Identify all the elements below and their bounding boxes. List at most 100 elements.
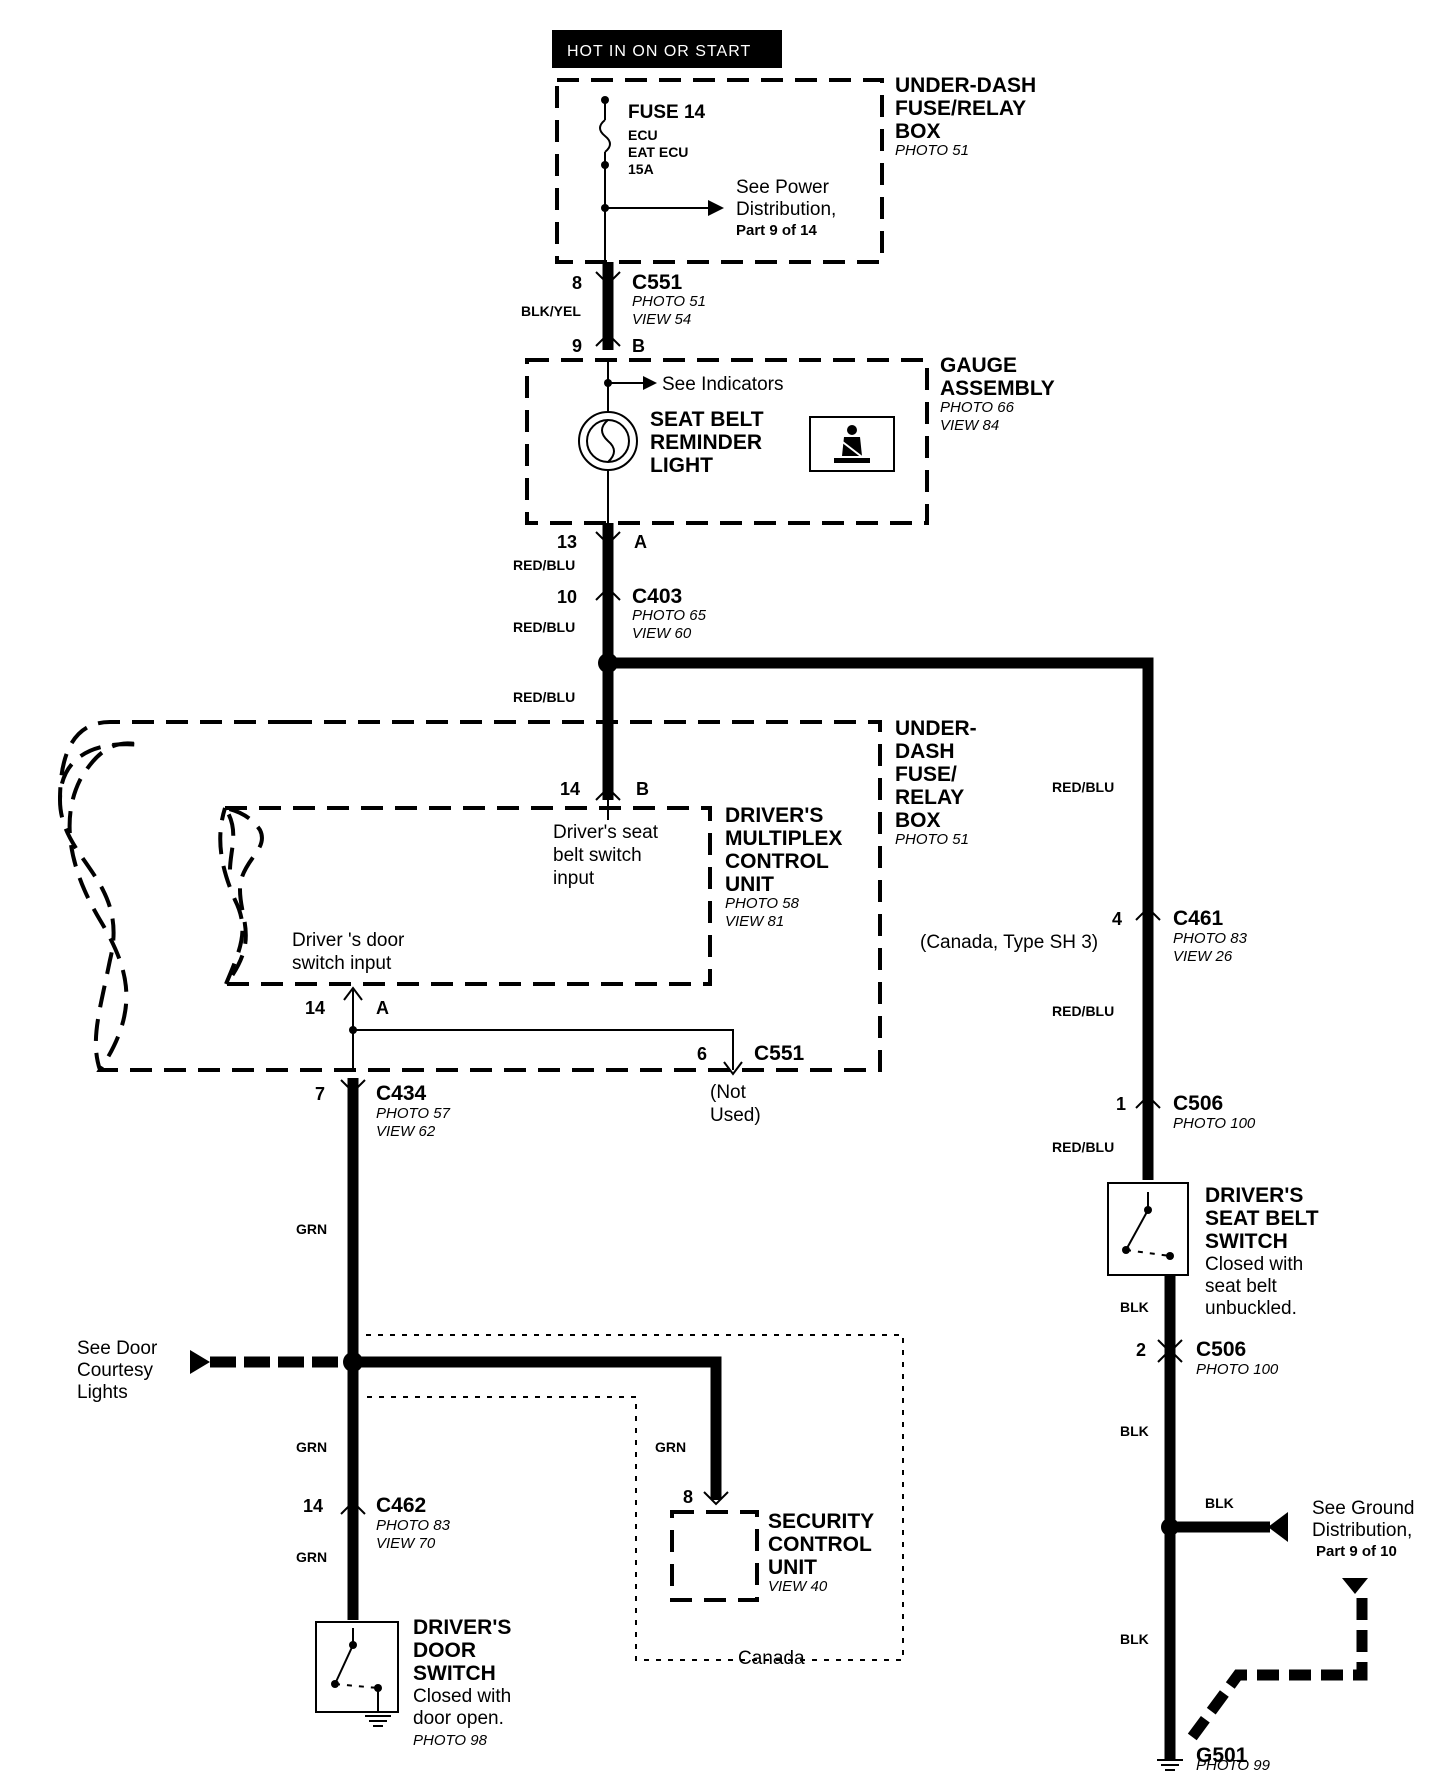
svg-text:RED/BLU: RED/BLU bbox=[513, 689, 575, 705]
svg-text:Used): Used) bbox=[710, 1105, 761, 1126]
svg-text:seat belt: seat belt bbox=[1205, 1276, 1278, 1297]
svg-text:DOOR: DOOR bbox=[413, 1639, 476, 1662]
svg-text:6: 6 bbox=[697, 1044, 707, 1064]
c506-lower-label: C506 bbox=[1196, 1338, 1246, 1361]
svg-text:14: 14 bbox=[560, 779, 580, 799]
svg-text:PHOTO 51: PHOTO 51 bbox=[895, 831, 969, 848]
svg-text:(Canada, Type SH 3): (Canada, Type SH 3) bbox=[920, 932, 1098, 953]
svg-text:GRN: GRN bbox=[296, 1549, 327, 1565]
fuse-icon bbox=[599, 119, 611, 153]
svg-text:FUSE/: FUSE/ bbox=[895, 763, 957, 786]
svg-text:B: B bbox=[636, 779, 649, 799]
svg-text:See Indicators: See Indicators bbox=[662, 374, 783, 395]
c551-mid-label: C551 bbox=[754, 1042, 805, 1065]
svg-text:4: 4 bbox=[1112, 909, 1122, 929]
svg-text:switch input: switch input bbox=[292, 953, 392, 974]
svg-text:14: 14 bbox=[305, 998, 325, 1018]
svg-text:SWITCH: SWITCH bbox=[1205, 1230, 1288, 1253]
svg-text:PHOTO 57: PHOTO 57 bbox=[376, 1105, 451, 1122]
switch-icon bbox=[1125, 1209, 1149, 1251]
svg-text:Driver 's door: Driver 's door bbox=[292, 930, 405, 951]
canada-option-region bbox=[366, 1334, 904, 1661]
svg-text:VIEW 26: VIEW 26 bbox=[1173, 948, 1233, 965]
svg-text:RED/BLU: RED/BLU bbox=[513, 557, 575, 573]
svg-text:BLK: BLK bbox=[1205, 1495, 1234, 1511]
svg-text:RED/BLU: RED/BLU bbox=[1052, 1003, 1114, 1019]
svg-text:A: A bbox=[376, 998, 389, 1018]
svg-text:BOX: BOX bbox=[895, 120, 941, 143]
c506-upper-label: C506 bbox=[1173, 1092, 1223, 1115]
svg-text:SWITCH: SWITCH bbox=[413, 1662, 496, 1685]
svg-text:VIEW 84: VIEW 84 bbox=[940, 417, 999, 434]
svg-text:EAT ECU: EAT ECU bbox=[628, 144, 688, 160]
svg-text:MULTIPLEX: MULTIPLEX bbox=[725, 827, 842, 850]
svg-text:Closed with: Closed with bbox=[1205, 1254, 1303, 1275]
arrow-right-icon bbox=[190, 1350, 210, 1374]
svg-text:BOX: BOX bbox=[895, 809, 941, 832]
svg-text:UNIT: UNIT bbox=[725, 873, 774, 896]
svg-text:VIEW 54: VIEW 54 bbox=[632, 311, 691, 328]
arrow-right-icon bbox=[643, 376, 657, 390]
door-switch-box bbox=[315, 1621, 399, 1713]
svg-text:GRN: GRN bbox=[296, 1221, 327, 1237]
g501-label: G501 bbox=[1196, 1744, 1248, 1767]
svg-text:RED/BLU: RED/BLU bbox=[1052, 1139, 1114, 1155]
svg-text:Part 9 of 14: Part 9 of 14 bbox=[736, 222, 818, 239]
c461-label: C461 bbox=[1173, 907, 1224, 930]
door-switch-title: DRIVER'S bbox=[413, 1616, 511, 1639]
hot-label-box bbox=[552, 30, 782, 68]
svg-text:(Not: (Not bbox=[710, 1082, 747, 1103]
svg-text:7: 7 bbox=[315, 1084, 325, 1104]
svg-text:ASSEMBLY: ASSEMBLY bbox=[940, 377, 1055, 400]
svg-text:9: 9 bbox=[572, 336, 582, 356]
gauge-assembly-title: GAUGE bbox=[940, 354, 1017, 377]
svg-text:BLK/YEL: BLK/YEL bbox=[521, 303, 581, 319]
svg-text:2: 2 bbox=[1136, 1340, 1146, 1360]
c403-label: C403 bbox=[632, 585, 682, 608]
svg-text:13: 13 bbox=[557, 532, 577, 552]
svg-text:BLK: BLK bbox=[1120, 1631, 1149, 1647]
svg-text:B: B bbox=[632, 336, 645, 356]
svg-text:SEAT BELT: SEAT BELT bbox=[1205, 1207, 1319, 1230]
wire-red-blu-right bbox=[608, 657, 1154, 1180]
svg-text:Courtesy: Courtesy bbox=[77, 1360, 154, 1381]
security-unit-title: SECURITY bbox=[768, 1510, 874, 1533]
svg-text:unbuckled.: unbuckled. bbox=[1205, 1298, 1297, 1319]
svg-text:See Power: See Power bbox=[736, 177, 830, 198]
arrow-down-icon bbox=[1342, 1578, 1368, 1594]
fuse-terminal-icon bbox=[601, 96, 609, 104]
hot-label: HOT IN ON OR START bbox=[567, 43, 751, 60]
fuse-box-top-title: UNDER-DASH bbox=[895, 74, 1036, 97]
svg-text:VIEW 70: VIEW 70 bbox=[376, 1535, 436, 1552]
svg-text:VIEW 62: VIEW 62 bbox=[376, 1123, 436, 1140]
svg-text:BLK: BLK bbox=[1120, 1423, 1149, 1439]
svg-text:PHOTO 65: PHOTO 65 bbox=[632, 607, 707, 624]
svg-text:PHOTO 83: PHOTO 83 bbox=[376, 1517, 451, 1534]
switch-icon bbox=[334, 1644, 354, 1685]
svg-text:ECU: ECU bbox=[628, 127, 658, 143]
security-control-unit-box bbox=[670, 1510, 759, 1602]
svg-text:UNIT: UNIT bbox=[768, 1556, 817, 1579]
ground-icon bbox=[1157, 1759, 1183, 1771]
svg-text:PHOTO 58: PHOTO 58 bbox=[725, 895, 800, 912]
svg-text:CONTROL: CONTROL bbox=[725, 850, 829, 873]
seat-belt-switch-title: DRIVER'S bbox=[1205, 1184, 1303, 1207]
svg-text:A: A bbox=[634, 532, 647, 552]
svg-text:PHOTO 100: PHOTO 100 bbox=[1196, 1361, 1279, 1378]
arrow-right-icon bbox=[708, 200, 724, 216]
svg-text:Lights: Lights bbox=[77, 1382, 128, 1403]
svg-text:8: 8 bbox=[683, 1487, 693, 1507]
svg-text:10: 10 bbox=[557, 587, 577, 607]
svg-text:VIEW 60: VIEW 60 bbox=[632, 625, 692, 642]
svg-text:8: 8 bbox=[572, 273, 582, 293]
c434-label: C434 bbox=[376, 1082, 427, 1105]
svg-text:REMINDER: REMINDER bbox=[650, 431, 762, 454]
svg-text:PHOTO 99: PHOTO 99 bbox=[1196, 1757, 1271, 1772]
door-courtesy-label: See Door bbox=[77, 1338, 158, 1359]
svg-text:BLK: BLK bbox=[1120, 1299, 1149, 1315]
wire-grn-security bbox=[353, 1356, 722, 1500]
arrow-left-icon bbox=[1268, 1512, 1288, 1542]
svg-text:PHOTO 100: PHOTO 100 bbox=[1173, 1115, 1256, 1132]
svg-text:PHOTO 51: PHOTO 51 bbox=[632, 293, 706, 310]
